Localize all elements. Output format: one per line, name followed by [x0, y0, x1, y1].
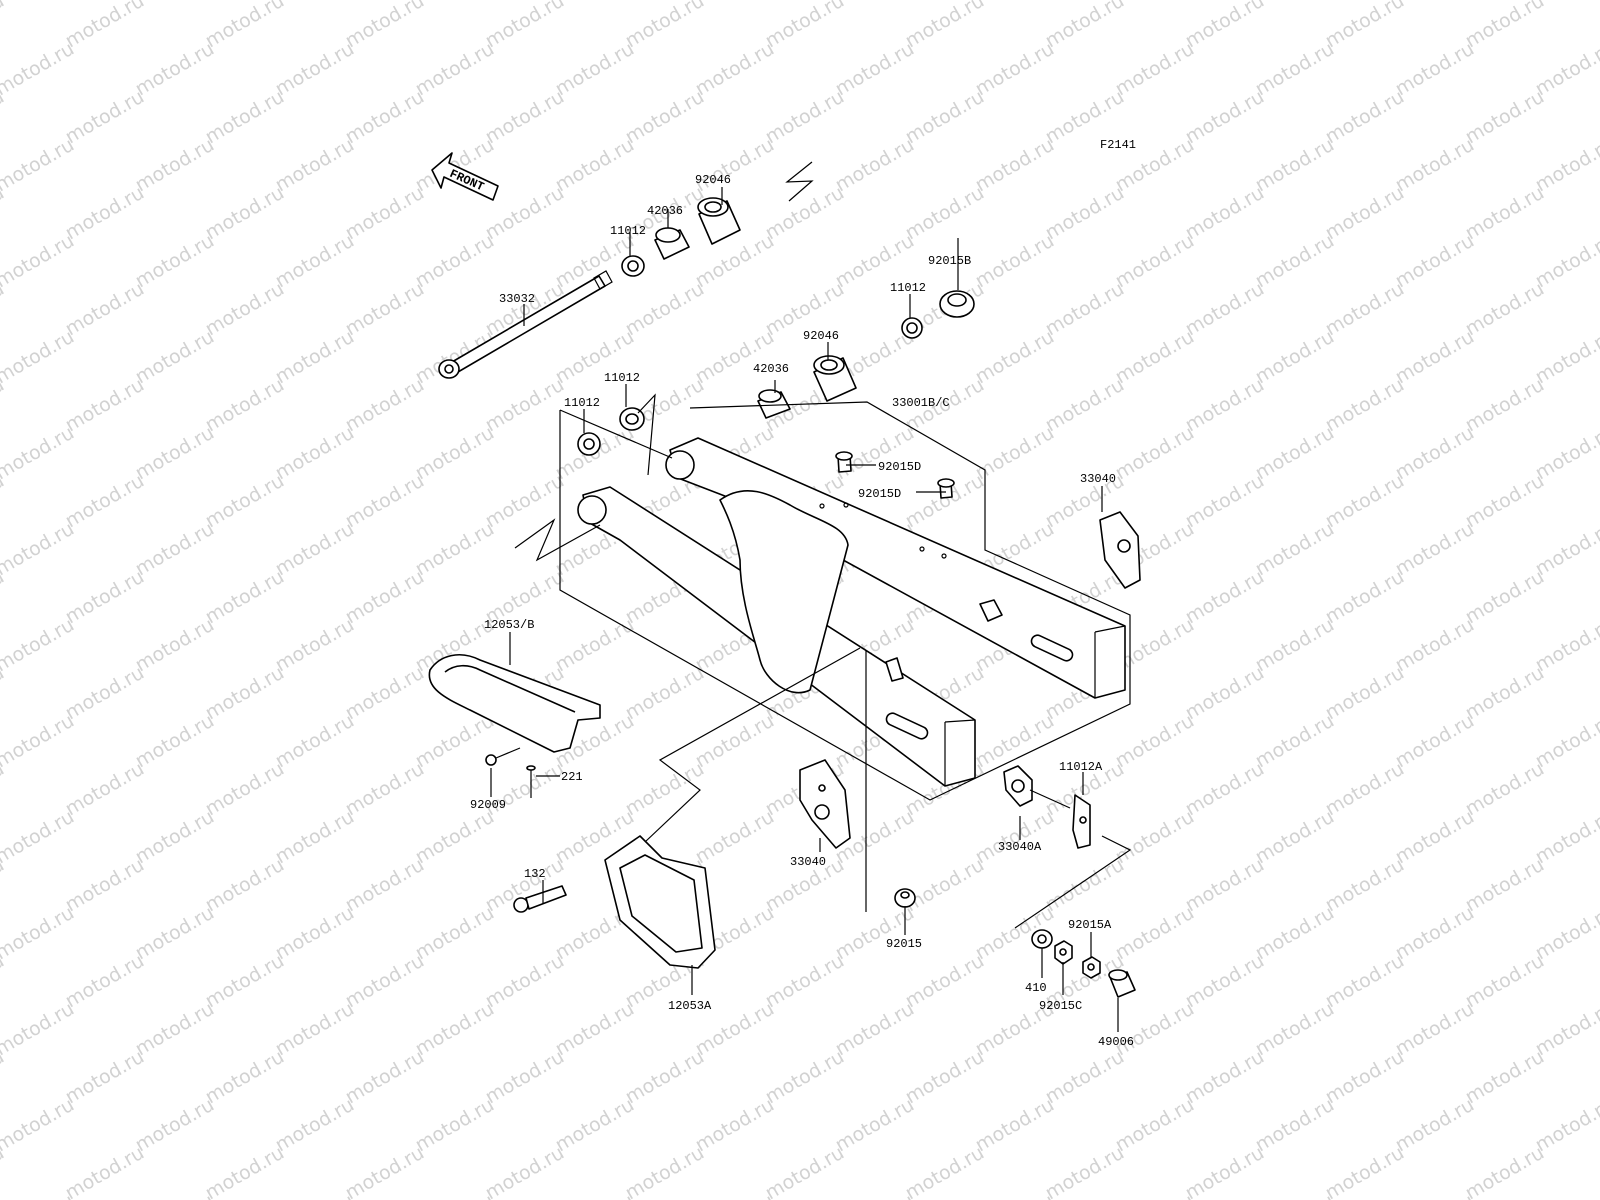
- label-33040-right: 33040: [1080, 472, 1116, 486]
- collar-11012-mid: [619, 407, 645, 431]
- label-92015B: 92015B: [928, 254, 971, 268]
- label-11012A: 11012A: [1059, 760, 1103, 774]
- label-42036-mid: 42036: [753, 362, 789, 376]
- swingarm-33001: [577, 437, 1126, 787]
- label-11012-left: 11012: [564, 396, 600, 410]
- washer-410: [1031, 929, 1053, 949]
- label-92015: 92015: [886, 937, 922, 951]
- screw-221: [526, 765, 536, 798]
- bolt-132: [513, 885, 567, 913]
- plate-33040-right: [1099, 511, 1141, 589]
- diagram-code: F2141: [1100, 138, 1136, 152]
- label-42036-top: 42036: [647, 204, 683, 218]
- label-11012-right: 11012: [890, 281, 926, 295]
- label-92015C: 92015C: [1039, 999, 1082, 1013]
- bearing-92046-mid: [813, 355, 857, 402]
- bolt-92009: [485, 747, 521, 766]
- label-11012-top: 11012: [610, 224, 646, 238]
- label-33040A: 33040A: [998, 840, 1042, 854]
- sleeve-42036-top: [654, 227, 690, 260]
- label-33001: 33001B/C: [892, 396, 950, 410]
- front-arrow-icon: FRONT: [431, 152, 499, 201]
- label-221: 221: [561, 770, 583, 784]
- label-132: 132: [524, 867, 546, 881]
- label-33032: 33032: [499, 292, 535, 306]
- collar-92015D-b: [937, 478, 955, 499]
- nut-92015C: [1054, 940, 1073, 965]
- cap-49006: [1108, 969, 1136, 998]
- collar-11012-right: [901, 317, 923, 339]
- label-92009: 92009: [470, 798, 506, 812]
- nut-92015: [894, 888, 916, 908]
- collar-11012-top: [621, 255, 645, 277]
- label-92046-mid: 92046: [803, 329, 839, 343]
- label-12053A: 12053A: [668, 999, 712, 1013]
- collar-92015D-a: [835, 451, 853, 473]
- nut-92015B: [939, 290, 975, 318]
- plate-33040-center: [799, 759, 851, 849]
- chain-slider-12053B: [428, 654, 601, 753]
- label-92046-top: 92046: [695, 173, 731, 187]
- adjuster-33040A: [1003, 765, 1071, 809]
- sleeve-42036-mid: [757, 389, 791, 419]
- chain-guide-12053A: [604, 835, 716, 969]
- label-92015A: 92015A: [1068, 918, 1112, 932]
- label-92015D-a: 92015D: [878, 460, 921, 474]
- collar-11012-left: [577, 432, 601, 456]
- label-12053B: 12053/B: [484, 618, 534, 632]
- label-410: 410: [1025, 981, 1047, 995]
- bearing-92046-top: [697, 197, 741, 245]
- label-33040-center: 33040: [790, 855, 826, 869]
- label-49006: 49006: [1098, 1035, 1134, 1049]
- nut-92015A: [1082, 956, 1101, 979]
- label-11012-mid: 11012: [604, 371, 640, 385]
- label-92015D-b: 92015D: [858, 487, 901, 501]
- pivot-shaft-33032: [438, 270, 613, 379]
- block-11012A: [1072, 794, 1091, 849]
